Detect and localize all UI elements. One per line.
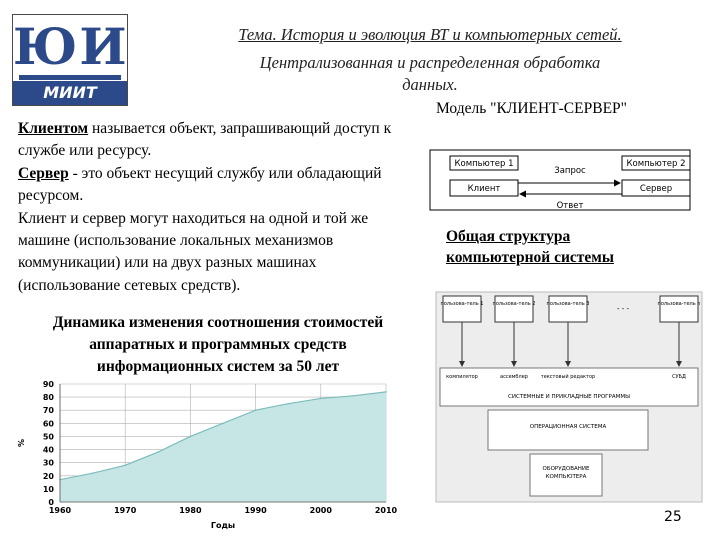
app-dbms: СУБД xyxy=(672,374,686,380)
os-label: ОПЕРАЦИОННАЯ СИСТЕМА xyxy=(530,424,607,430)
client-box xyxy=(449,179,519,197)
miit-logo: ЮИ МИИТ xyxy=(12,14,128,106)
y-tick-label: 90 xyxy=(43,380,55,389)
request-label: Запрос xyxy=(554,166,586,176)
data-point xyxy=(287,402,290,405)
usern-label: пользова-тель n xyxy=(658,301,701,307)
dynamics-title: Динамика изменения соотношения стоимосте… xyxy=(18,312,418,378)
users-ellipsis: - - - xyxy=(617,305,630,313)
dynamics-title-line3: информационных систем за 50 лет xyxy=(96,358,340,375)
client-server-paragraph: Клиент и сервер могут находиться на одно… xyxy=(18,209,369,294)
x-axis-label: Годы xyxy=(211,521,235,530)
server-box xyxy=(621,179,691,197)
logo-divider xyxy=(19,75,121,80)
slide-subtitle-line1: Централизованная и распределенная обрабо… xyxy=(259,53,601,72)
logo-letters: ЮИ xyxy=(13,17,129,76)
data-point xyxy=(222,422,224,425)
data-point xyxy=(124,464,126,467)
data-point xyxy=(189,435,192,438)
hardware-label-line2: КОМПЬЮТЕРА xyxy=(546,474,587,480)
y-tick-label: 50 xyxy=(43,432,55,441)
user3-label: пользова-тель 3 xyxy=(547,301,590,307)
user2-label: пользова-тель 2 xyxy=(493,301,536,307)
y-tick-label: 10 xyxy=(43,485,55,494)
y-tick-label: 60 xyxy=(43,419,55,428)
x-tick-label: 1960 xyxy=(49,506,72,515)
data-point xyxy=(320,397,322,400)
usern-box xyxy=(659,295,699,323)
y-tick-label: 30 xyxy=(43,459,55,468)
data-point xyxy=(385,391,387,393)
y-tick-label: 20 xyxy=(43,472,55,481)
app-assembler: ассемблер xyxy=(500,374,528,380)
def-server: - это объект несущий службу или обладающ… xyxy=(18,164,382,205)
user3-box xyxy=(548,295,588,323)
user2-box xyxy=(494,295,534,323)
structure-background xyxy=(435,291,703,503)
def-client: называется объект, запрашивающий доступ … xyxy=(18,120,392,160)
logo-band: МИИТ xyxy=(13,81,127,105)
client-label: Клиент xyxy=(468,184,501,194)
term-client: Клиентом xyxy=(18,120,89,137)
area-series-line xyxy=(59,391,387,481)
data-point xyxy=(91,472,94,474)
y-tick-label: 80 xyxy=(43,393,55,402)
y-tick-label: 0 xyxy=(48,498,54,507)
model-title: Модель "КЛИЕНТ-СЕРВЕР" xyxy=(436,100,627,117)
slide-topic: Тема. История и эволюция ВТ и компьютерн… xyxy=(238,25,622,44)
slide-subtitle-line2: данных. xyxy=(402,75,458,94)
page-number: 25 xyxy=(664,509,682,525)
app-text-editor: текстовый редактор xyxy=(541,373,595,380)
computer2-label: Компьютер 2 xyxy=(626,159,685,169)
server-label: Сервер xyxy=(640,184,672,194)
structure-title: Общая структура компьютерной системы xyxy=(446,226,614,268)
structure-title-line2: компьютерной системы xyxy=(446,249,614,266)
y-tick-label: 40 xyxy=(43,446,55,455)
data-point xyxy=(157,451,159,453)
app-compiler: компилятор xyxy=(446,374,478,380)
x-tick-label: 1980 xyxy=(179,506,202,515)
computer1-label: Компьютер 1 xyxy=(454,159,513,169)
area-series xyxy=(60,391,386,502)
x-tick-label: 1970 xyxy=(114,506,137,515)
response-label: Ответ xyxy=(557,201,584,211)
model-frame xyxy=(429,149,691,211)
system-programs-label: СИСТЕМНЫЕ И ПРИКЛАДНЫЕ ПРОГРАММЫ xyxy=(508,394,630,400)
hardware-label-line1: ОБОРУДОВАНИЕ xyxy=(543,466,591,472)
dynamics-title-line2: аппаратных и программных средств xyxy=(89,336,347,353)
user1-label: пользова-тель 1 xyxy=(441,301,484,307)
hardware-layer xyxy=(529,453,603,497)
structure-title-line1: Общая структура xyxy=(446,228,571,245)
os-layer xyxy=(487,409,649,451)
client-server-definitions: Клиентом называется объект, запрашивающи… xyxy=(18,118,418,297)
term-server: Сервер xyxy=(18,164,69,182)
system-programs-layer xyxy=(439,367,699,407)
dynamics-title-line1: Динамика изменения соотношения стоимосте… xyxy=(52,314,384,331)
user1-box xyxy=(442,295,482,323)
x-tick-label: 2000 xyxy=(310,506,333,515)
y-axis-label: % xyxy=(17,439,26,447)
x-tick-label: 2010 xyxy=(375,506,398,515)
y-tick-label: 70 xyxy=(43,406,55,415)
data-point xyxy=(59,478,61,481)
computer2-box xyxy=(621,155,691,171)
data-point xyxy=(352,395,355,397)
computer1-box xyxy=(449,155,519,171)
x-tick-label: 1990 xyxy=(244,506,267,515)
data-point xyxy=(254,409,257,412)
